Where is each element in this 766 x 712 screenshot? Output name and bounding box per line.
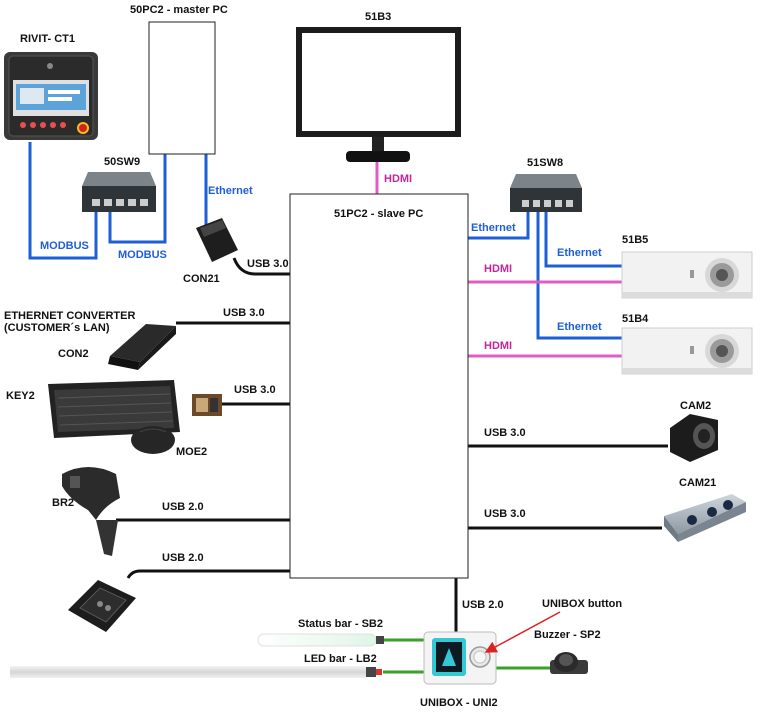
label-buzzer: Buzzer - SP2 <box>534 629 601 641</box>
projector-51b5 <box>621 251 753 299</box>
label-51b4: 51B4 <box>622 313 649 325</box>
label-unibox-button: UNIBOX button <box>542 598 622 610</box>
mouse <box>131 426 175 454</box>
con2-adapter <box>108 324 176 370</box>
unibox <box>423 631 497 685</box>
switch-right <box>510 174 582 212</box>
rivit-panel <box>4 52 98 140</box>
led-bar <box>10 666 382 678</box>
label-master-pc: 50PC2 - master PC <box>130 4 228 16</box>
wire-usb-con21 <box>232 257 290 276</box>
label-moe2: MOE2 <box>176 446 207 458</box>
switch-left <box>82 172 156 212</box>
label-slave-pc: 51PC2 - slave PC <box>334 208 423 220</box>
wire-eth-51b4 <box>536 212 622 340</box>
con21-adapter <box>196 218 238 262</box>
wire-eth-pc-switch <box>468 212 530 240</box>
label-eth-master: Ethernet <box>208 185 253 197</box>
label-usb-con2: USB 3.0 <box>223 307 265 319</box>
wire-modbus-switch <box>108 152 167 244</box>
label-usb-cam2: USB 3.0 <box>484 427 526 439</box>
barcode-scanner <box>62 467 120 556</box>
device-labels: RIVIT- CT1 50PC2 - master PC 51B3 50SW9 … <box>4 4 716 709</box>
label-usb-br2: USB 2.0 <box>162 501 204 513</box>
label-hdmi-monitor: HDMI <box>384 173 412 185</box>
label-cam21: CAM21 <box>679 477 716 489</box>
label-eth-converter-1: ETHERNET CONVERTER <box>4 310 135 322</box>
wire-usb-reader <box>126 569 290 579</box>
label-status-bar: Status bar - SB2 <box>298 618 383 630</box>
projector-51b4 <box>621 327 753 375</box>
label-br2: BR2 <box>52 497 74 509</box>
label-usb-unibox: USB 2.0 <box>462 599 504 611</box>
label-eth-converter-2: (CUSTOMER´s LAN) <box>4 322 110 334</box>
camera-cam2 <box>670 414 718 462</box>
buzzer <box>550 652 588 674</box>
label-eth-51b4: Ethernet <box>557 321 602 333</box>
label-cam2: CAM2 <box>680 400 711 412</box>
card-reader <box>68 580 136 632</box>
label-led-bar: LED bar - LB2 <box>304 653 377 665</box>
status-bar <box>257 633 384 647</box>
wires <box>28 142 668 674</box>
label-usb-key: USB 3.0 <box>234 384 276 396</box>
connection-labels: MODBUS MODBUS Ethernet HDMI USB 3.0 USB … <box>40 173 602 611</box>
label-51b5: 51B5 <box>622 234 648 246</box>
label-usb-cam21: USB 3.0 <box>484 508 526 520</box>
label-con21: CON21 <box>183 273 220 285</box>
slave-pc-box <box>289 193 469 579</box>
label-eth-pc-switch: Ethernet <box>471 222 516 234</box>
label-key2: KEY2 <box>6 390 35 402</box>
label-rivit: RIVIT- CT1 <box>20 33 75 45</box>
label-monitor: 51B3 <box>365 11 391 23</box>
master-pc-box <box>148 21 216 155</box>
label-modbus-left: MODBUS <box>40 240 89 252</box>
label-unibox: UNIBOX - UNI2 <box>420 697 498 709</box>
camera-cam21 <box>664 494 746 542</box>
label-con2: CON2 <box>58 348 89 360</box>
monitor <box>296 27 461 162</box>
wire-modbus-rivit <box>28 142 98 260</box>
label-eth-51b5: Ethernet <box>557 247 602 259</box>
label-hdmi-51b4: HDMI <box>484 340 512 352</box>
usb-dongle <box>192 394 222 416</box>
label-usb-con21: USB 3.0 <box>247 258 289 270</box>
label-switch-right: 51SW8 <box>527 157 563 169</box>
label-hdmi-51b5: HDMI <box>484 263 512 275</box>
label-switch-left: 50SW9 <box>104 156 140 168</box>
keyboard <box>48 380 180 438</box>
label-usb-reader: USB 2.0 <box>162 552 204 564</box>
unibox-button-arrow <box>484 611 561 653</box>
wire-eth-51b5 <box>544 212 622 268</box>
label-modbus-right: MODBUS <box>118 249 167 261</box>
